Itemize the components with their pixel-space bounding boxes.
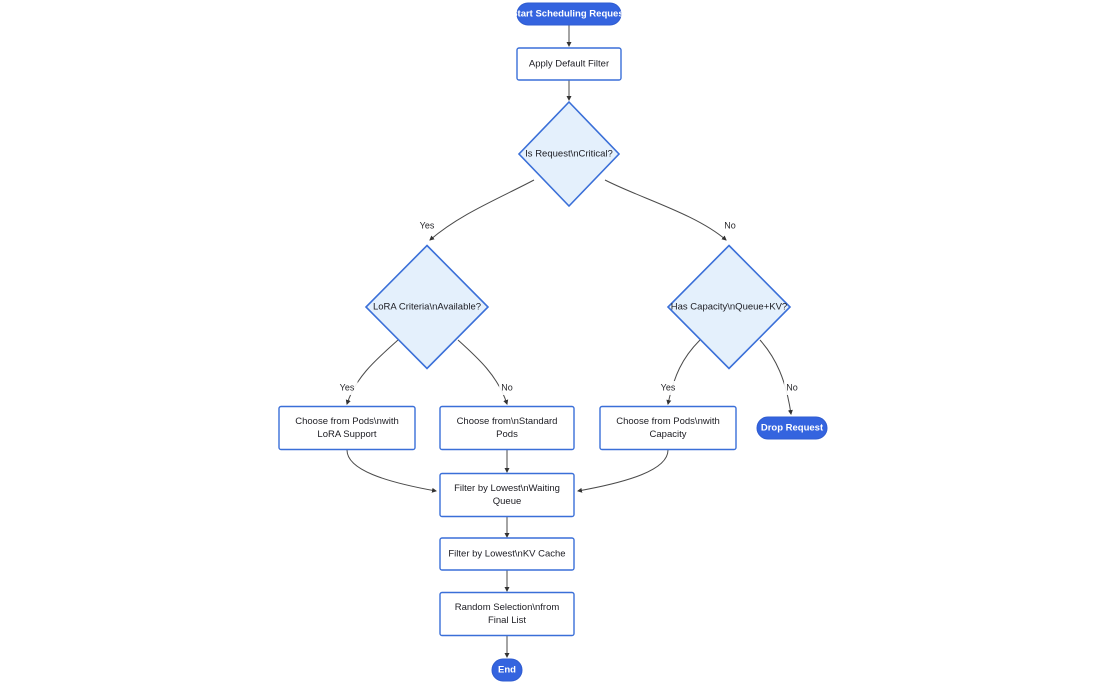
edge-label-text: No — [724, 220, 736, 230]
node-shape-pill — [756, 416, 828, 440]
node-has_capacity[interactable]: Has Capacity\nQueue+KV? — [666, 244, 792, 370]
node-label-filter_kv_cache: Filter by Lowest\nKV Cache — [448, 549, 565, 560]
node-is_request_critical[interactable]: Is Request\nCritical? — [517, 100, 621, 208]
edge-lora_criteria_available-to-choose_pods_lora — [345, 339, 399, 405]
node-shape-rect — [278, 405, 416, 451]
node-label-choose_standard_pods: Choose from\nStandard — [457, 416, 558, 427]
node-shape-rect — [439, 591, 575, 637]
node-label-apply_default_filter: Apply Default Filter — [529, 59, 609, 70]
edge-label-is_request_critical-no: No — [722, 219, 738, 233]
node-shape-pill — [516, 2, 622, 26]
edge-is_request_critical-to-has_capacity — [604, 179, 727, 241]
edge-label-background — [722, 219, 738, 233]
edge-has_capacity-to-choose_pods_capacity — [666, 339, 701, 405]
edge-label-lora_criteria_available-no: No — [499, 381, 515, 395]
edge-label-background — [657, 381, 679, 395]
node-lora_criteria_available[interactable]: LoRA Criteria\nAvailable? — [364, 244, 490, 370]
edge-is_request_critical-to-lora_criteria_available — [429, 179, 535, 241]
edge-label-text: No — [786, 382, 798, 392]
node-filter_kv_cache[interactable]: Filter by Lowest\nKV Cache — [439, 537, 575, 571]
node-label-has_capacity: Has Capacity\nQueue+KV? — [671, 302, 787, 313]
edge-label-background — [499, 381, 515, 395]
node-shape-diamond — [364, 244, 490, 370]
node-shape-rect — [439, 537, 575, 571]
node-label-choose_pods_lora: Choose from Pods\nwith — [295, 416, 399, 427]
node-label-filter_waiting_queue: Queue — [493, 496, 522, 507]
node-label-is_request_critical: Is Request\nCritical? — [525, 149, 613, 160]
node-label-filter_waiting_queue: Filter by Lowest\nWaiting — [454, 483, 560, 494]
edge-label-text: Yes — [661, 382, 676, 392]
edge-label-background — [416, 219, 438, 233]
node-apply_default_filter[interactable]: Apply Default Filter — [516, 47, 622, 81]
node-label-drop_request: Drop Request — [761, 423, 824, 434]
edge-label-lora_criteria_available-yes: Yes — [336, 381, 358, 395]
node-label-choose_pods_capacity: Choose from Pods\nwith — [616, 416, 720, 427]
node-shape-diamond — [517, 100, 621, 208]
edge-label-has_capacity-yes: Yes — [657, 381, 679, 395]
node-shape-diamond — [666, 244, 792, 370]
node-shape-rect — [439, 472, 575, 518]
edge-choose_pods_capacity-to-filter_waiting_queue — [577, 449, 669, 493]
edge-label-background — [336, 381, 358, 395]
node-label-choose_pods_lora: LoRA Support — [317, 429, 377, 440]
edge-label-text: Yes — [420, 220, 435, 230]
node-label-start: Start Scheduling Request — [511, 9, 627, 20]
node-end[interactable]: End — [491, 658, 523, 682]
edge-label-text: Yes — [340, 382, 355, 392]
edge-has_capacity-to-drop_request — [759, 339, 793, 415]
edge-label-is_request_critical-yes: Yes — [416, 219, 438, 233]
node-shape-rect — [516, 47, 622, 81]
edge-label-has_capacity-no: No — [784, 381, 800, 395]
edge-label-background — [784, 381, 800, 395]
node-label-choose_pods_capacity: Capacity — [650, 429, 687, 440]
edge-choose_pods_lora-to-filter_waiting_queue — [346, 449, 437, 493]
node-label-end: End — [498, 665, 516, 676]
node-label-choose_standard_pods: Pods — [496, 429, 518, 440]
node-label-random_selection: Random Selection\nfrom — [455, 602, 560, 613]
edges-layer — [345, 25, 793, 658]
edge-lora_criteria_available-to-choose_standard_pods — [457, 339, 509, 405]
edge-label-text: No — [501, 382, 513, 392]
node-shape-rect — [439, 405, 575, 451]
node-label-random_selection: Final List — [488, 615, 526, 626]
node-start[interactable]: Start Scheduling Request — [511, 2, 628, 26]
node-drop_request[interactable]: Drop Request — [756, 416, 828, 440]
node-label-lora_criteria_available: LoRA Criteria\nAvailable? — [373, 302, 481, 313]
node-shape-rect — [599, 405, 737, 451]
node-shape-pill — [491, 658, 523, 682]
